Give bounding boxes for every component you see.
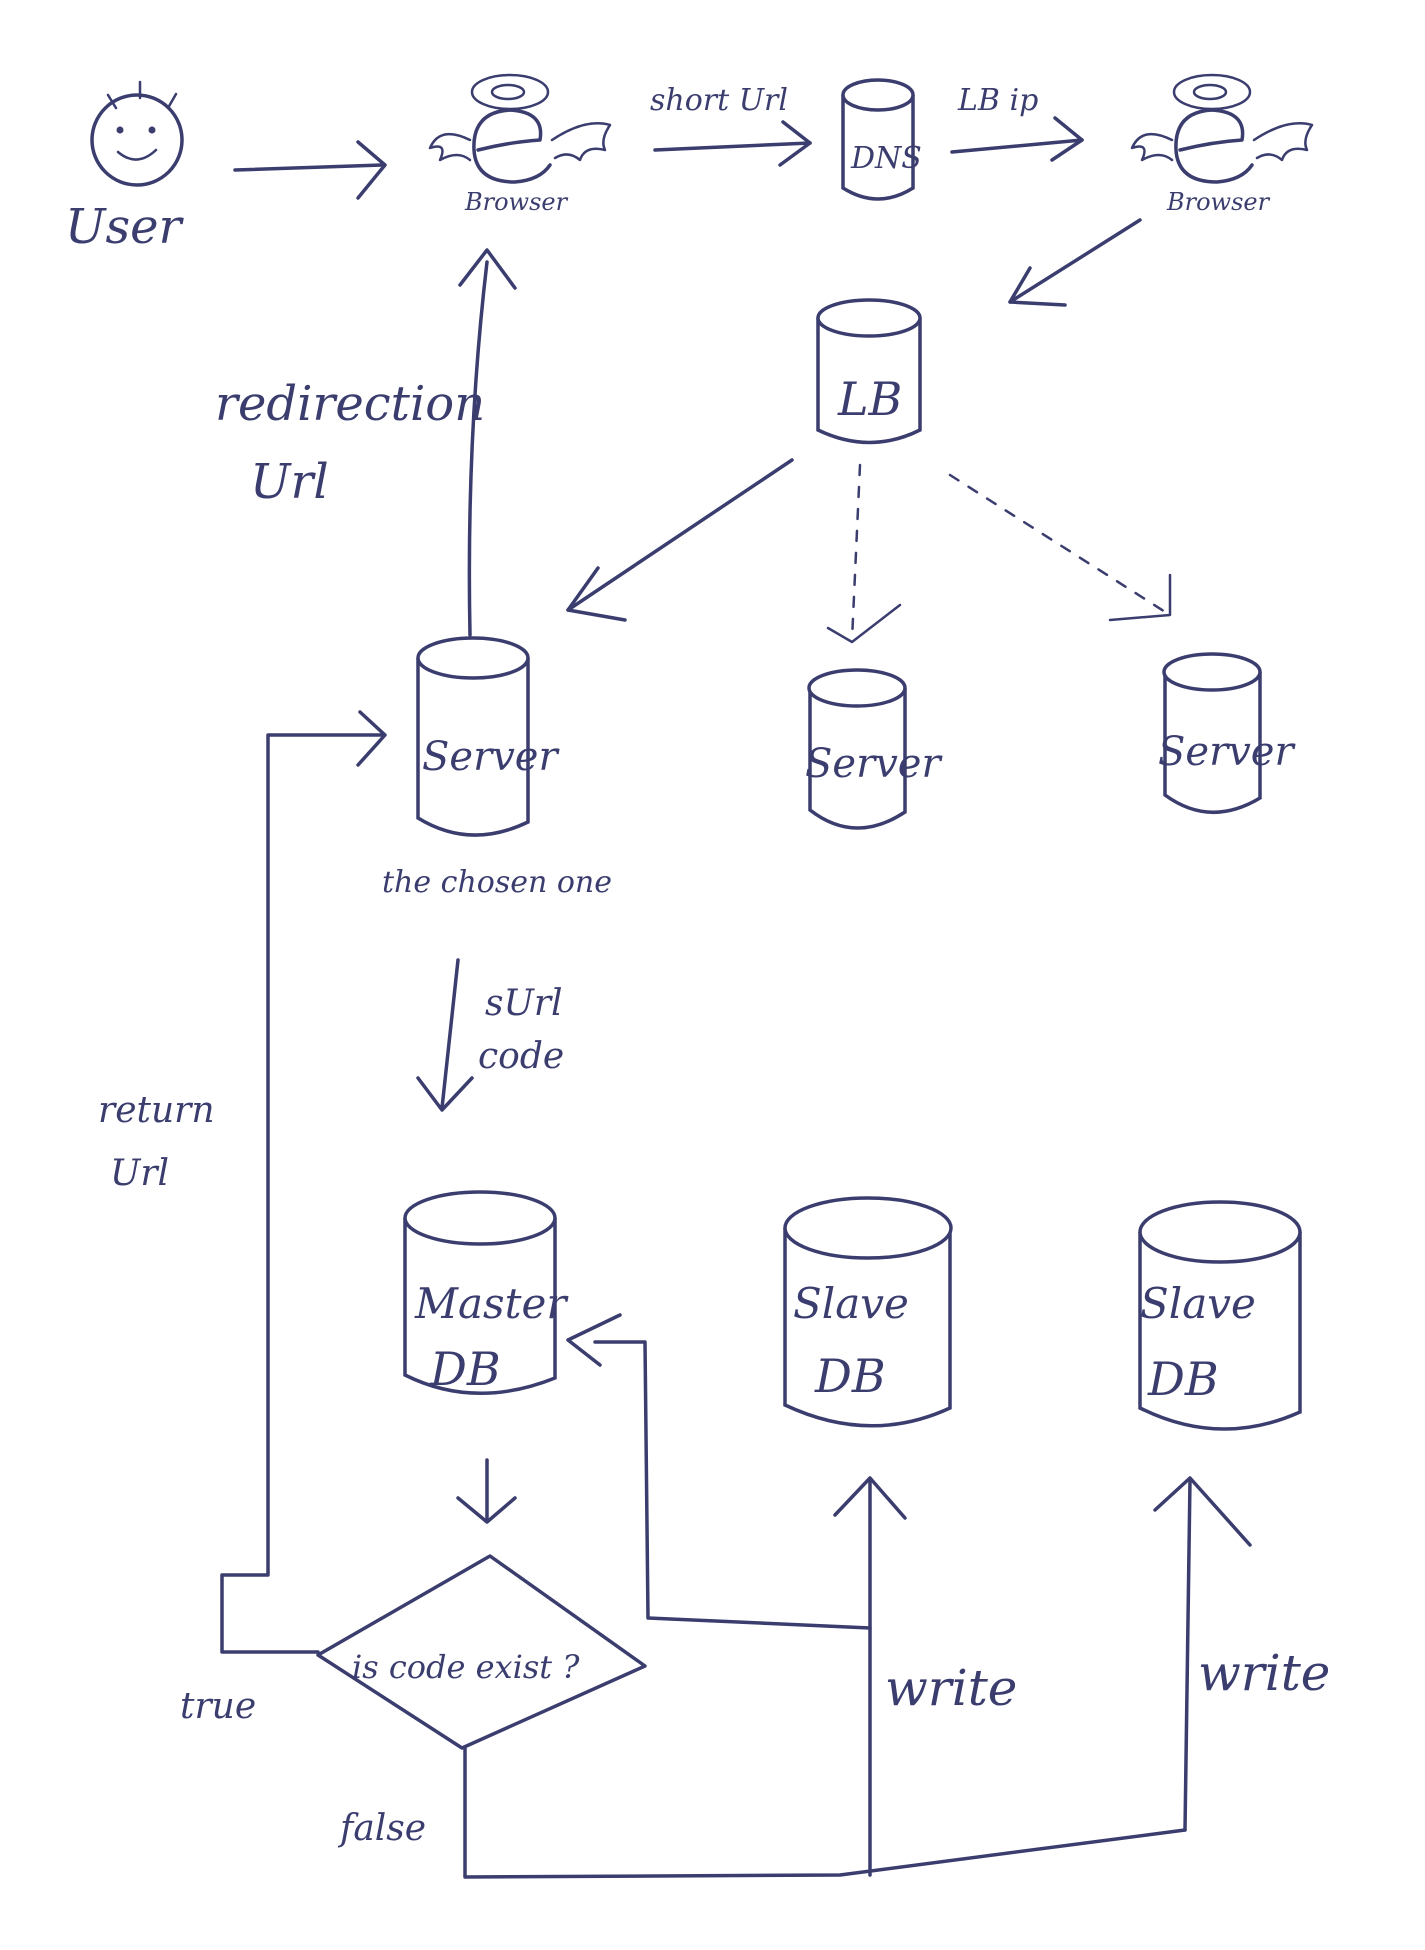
slave-db-2-label-line1: Slave (1140, 1279, 1256, 1328)
slave-db-1-label-line2: DB (814, 1349, 886, 1403)
edge-label-true: true (180, 1686, 256, 1727)
edge-label-write-1: write (885, 1659, 1017, 1717)
edge-label-write-2: write (1198, 1644, 1330, 1702)
edge-label-code: code (478, 1036, 564, 1077)
server-2-label: Server (805, 741, 943, 787)
edge-label-return-url: Url (110, 1153, 169, 1194)
slave-db-node-1: Slave DB (783, 1196, 953, 1428)
decision-node: is code exist ? (316, 1554, 647, 1750)
edge-label-surl: sUrl (485, 983, 563, 1024)
decision-label: is code exist ? (352, 1648, 580, 1686)
dns-label: DNS (850, 141, 922, 176)
server-3-label: Server (1158, 729, 1296, 775)
arrow-server-to-masterdb: sUrl code (416, 958, 564, 1112)
master-db-label-line1: Master (414, 1279, 569, 1328)
slave-db-node-2: Slave DB (1138, 1200, 1302, 1431)
arrow-lb-to-server (566, 458, 794, 622)
edge-label-lb-ip: LB ip (957, 83, 1038, 118)
arrow-server-to-browser: redirection Url (215, 248, 517, 637)
arrow-lb-to-server-3 (948, 473, 1172, 622)
user-label: User (65, 199, 184, 255)
arrow-masterdb-to-decision (456, 1458, 517, 1524)
arrow-dns-to-browser: LB ip (950, 83, 1084, 162)
edge-label-redirection-url: Url (250, 454, 329, 510)
server-main-label: Server (422, 734, 560, 780)
edge-label-redirection: redirection (215, 376, 485, 432)
arrow-false-writes: false write write (337, 1313, 1330, 1879)
arrow-browser-to-dns: short Url (650, 83, 812, 167)
server-main-caption: the chosen one (382, 865, 612, 900)
edge-label-false: false (337, 1808, 426, 1849)
dns-node: DNS (841, 78, 922, 201)
arrow-browser-to-lb (1008, 218, 1142, 307)
edge-label-return: return (98, 1090, 215, 1131)
lb-node: LB (816, 298, 922, 445)
smiley-icon (90, 80, 184, 187)
master-db-node: Master DB (403, 1190, 569, 1396)
server-node-main: Server the chosen one (382, 636, 612, 900)
lb-label: LB (837, 372, 902, 426)
arrow-user-to-browser (233, 140, 387, 200)
slave-db-2-label-line2: DB (1147, 1352, 1219, 1406)
slave-db-1-label-line1: Slave (793, 1279, 909, 1328)
browser-angel-icon (1130, 73, 1314, 184)
arrow-lb-to-server-2 (826, 463, 902, 644)
edge-label-short-url: short Url (650, 83, 788, 118)
server-node-2: Server (805, 668, 943, 830)
browser-label-1: Browser (464, 188, 569, 216)
browser-node-1: Browser (428, 73, 612, 216)
master-db-label-line2: DB (429, 1342, 501, 1396)
user-node: User (65, 80, 184, 255)
browser-node-2: Browser (1130, 73, 1314, 216)
browser-angel-icon (428, 73, 612, 184)
browser-label-2: Browser (1166, 188, 1271, 216)
server-node-3: Server (1158, 652, 1296, 815)
arrow-return-url: return Url true (98, 710, 387, 1727)
